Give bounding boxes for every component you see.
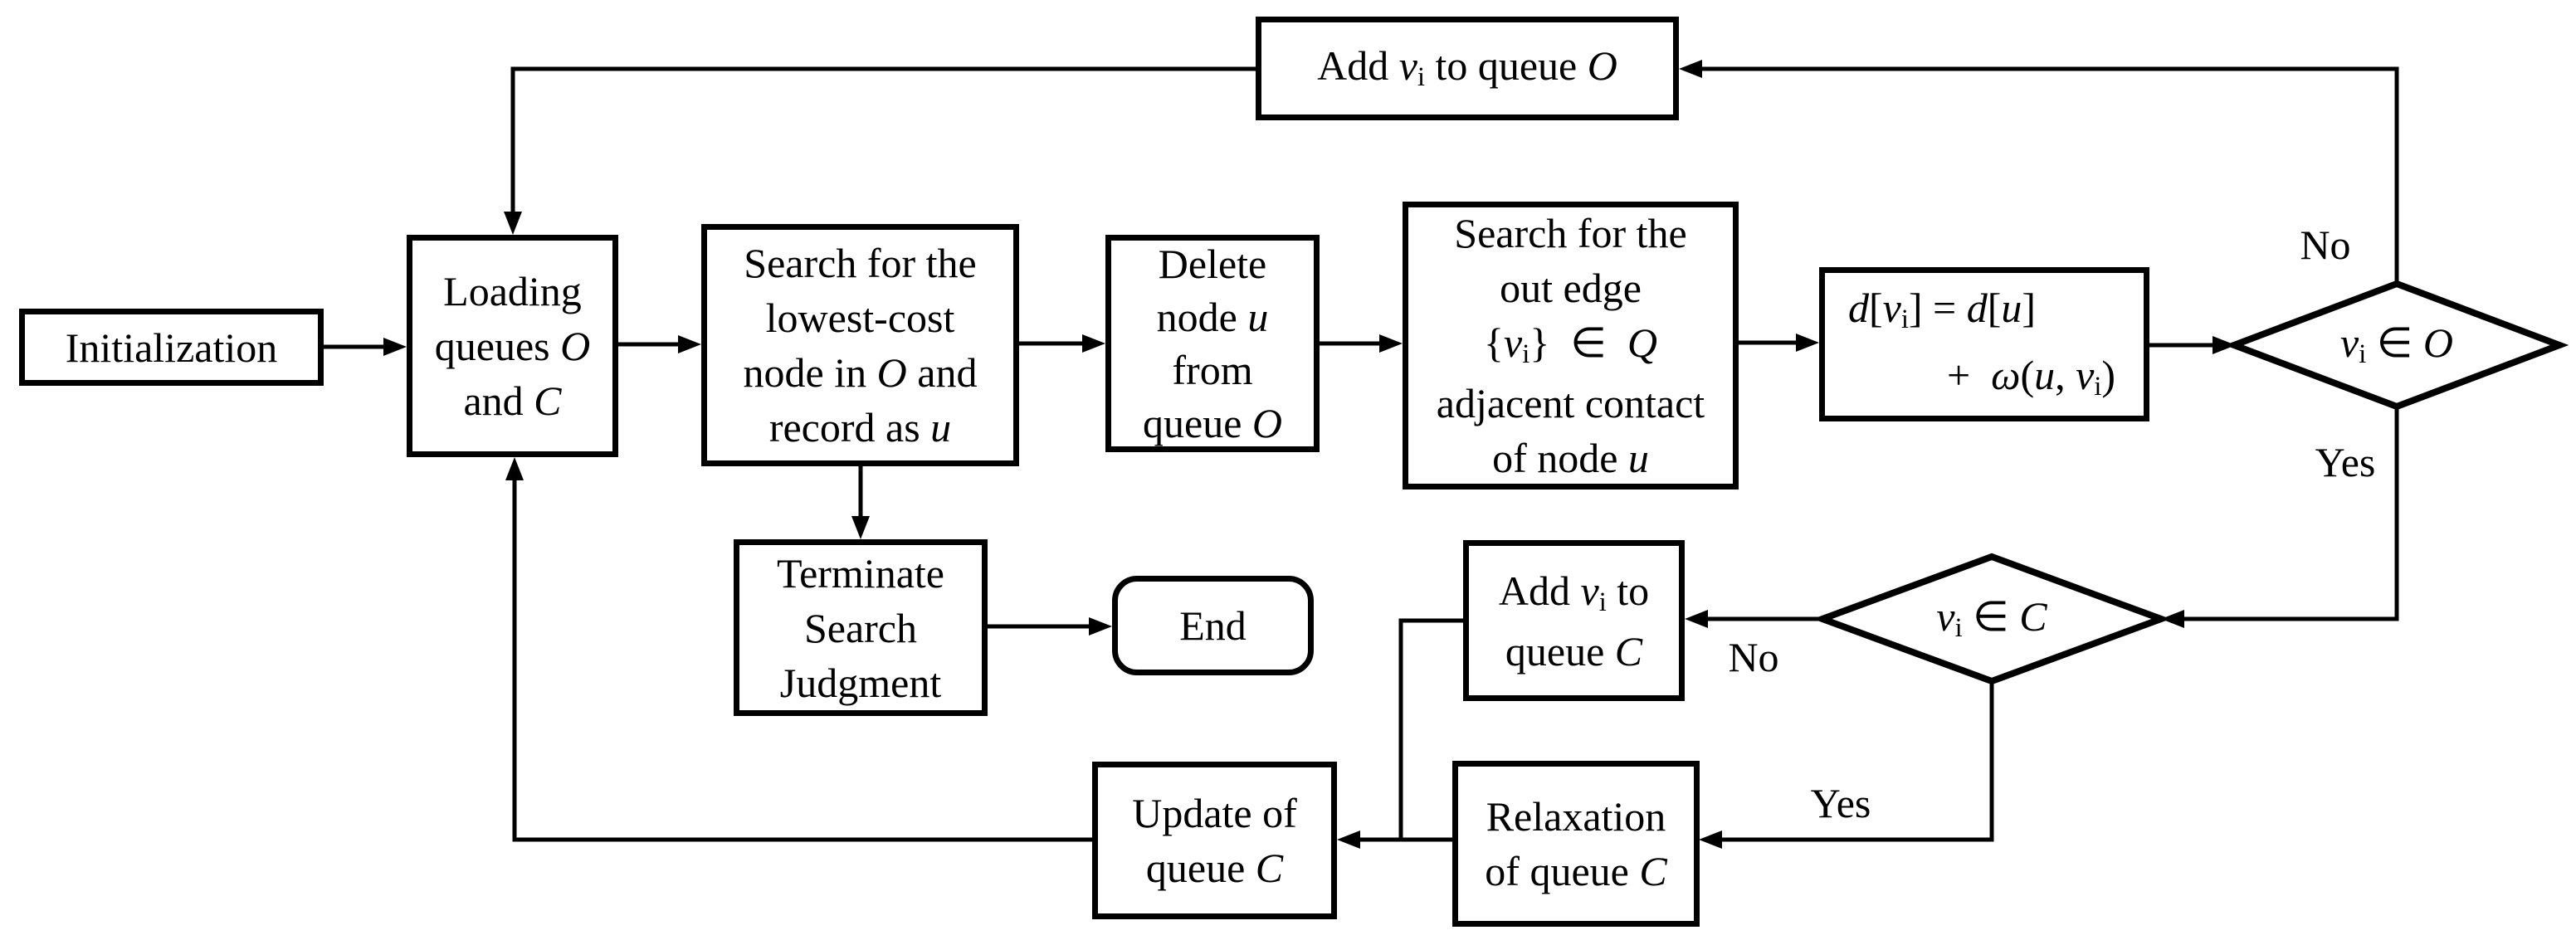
process-initialization: Initialization [19,309,324,386]
arrowhead [1699,830,1722,849]
process-add-to-queue-O: Add vi to queue O [1256,17,1679,120]
branch-label-yes-right: Yes [2315,439,2376,485]
arrowhead [1082,334,1105,353]
branch-label-no-top: No [2300,222,2351,268]
edge-add-O-to-loading-top [510,66,1256,212]
arrowhead [1337,830,1360,849]
decision-in-O-shape [2224,280,2569,411]
arrowhead [2161,610,2184,628]
edge-decision-O-yes-to-decision-C [2184,407,2399,621]
arrowhead [383,338,407,356]
arrowhead [678,335,701,353]
decision-in-C-label: vi ∈ C [1936,592,2047,643]
branch-label-yes-bottom: Yes [1810,780,1871,826]
terminator-end: End [1112,576,1314,675]
arrowhead [1679,60,1702,78]
process-distance-formula: d[vi] = d[u]+ ω(u, vi) [1819,267,2149,421]
arrowhead [1685,610,1708,628]
branch-label-no-mid: No [1728,634,1779,680]
edge-update-to-loading-bottom [512,480,1092,842]
arrowhead [2213,336,2236,354]
edge-decision-O-no-to-add-O [1700,66,2399,284]
edge-add-C-merge [1398,618,1463,840]
arrowhead [504,212,522,235]
decision-in-C-shape [1812,553,2171,685]
decision-in-O-label: vi ∈ O [2340,319,2453,369]
arrowhead [1089,617,1112,636]
arrowhead [505,457,524,480]
arrowhead [851,516,870,539]
edge-decision-C-yes-to-relaxation [1722,681,1994,842]
arrowhead [1379,334,1403,353]
arrowhead [1796,334,1819,352]
